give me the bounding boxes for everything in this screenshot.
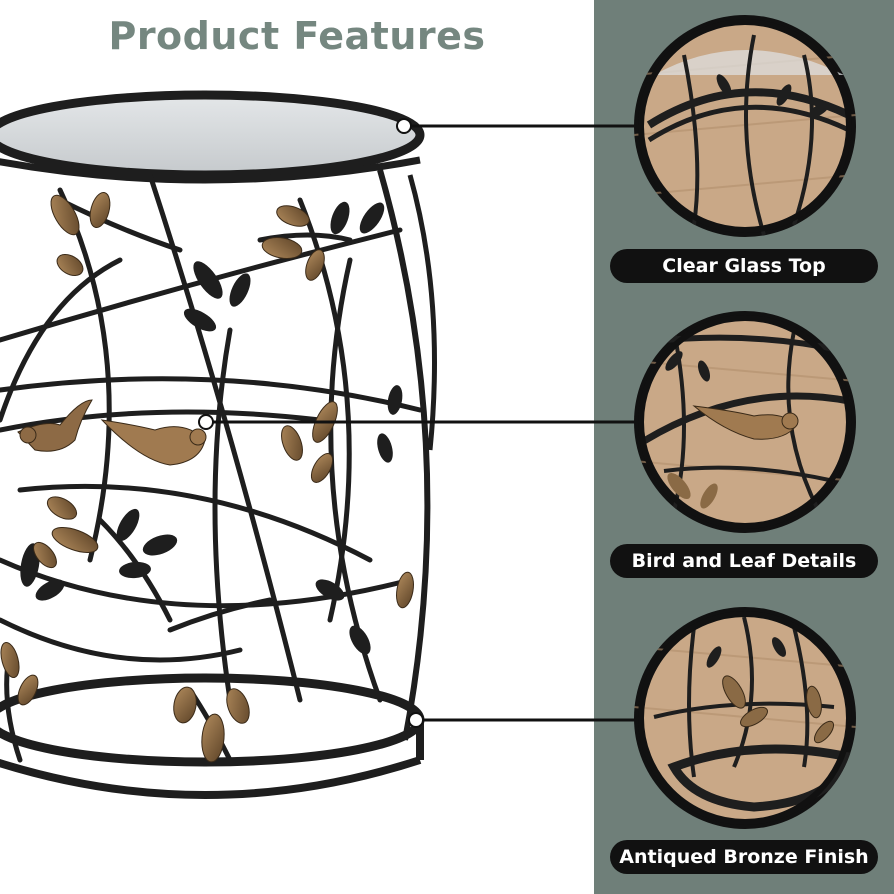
- side-table-image: [0, 90, 594, 799]
- bird-leaf-closeup-icon: [634, 315, 856, 529]
- glass-top-closeup-icon: [634, 19, 856, 236]
- bronze-finish-closeup-icon: [634, 611, 856, 825]
- feature-label-bronze-finish: Antiqued Bronze Finish: [610, 840, 878, 874]
- page-title: Product Features: [108, 14, 486, 58]
- feature-circle-bronze-finish: [634, 607, 856, 829]
- feature-label-bird-leaf: Bird and Leaf Details: [610, 544, 878, 578]
- feature-circle-glass-top: [634, 15, 856, 237]
- feature-circle-bird-leaf: [634, 311, 856, 533]
- feature-label-glass-top: Clear Glass Top: [610, 249, 878, 283]
